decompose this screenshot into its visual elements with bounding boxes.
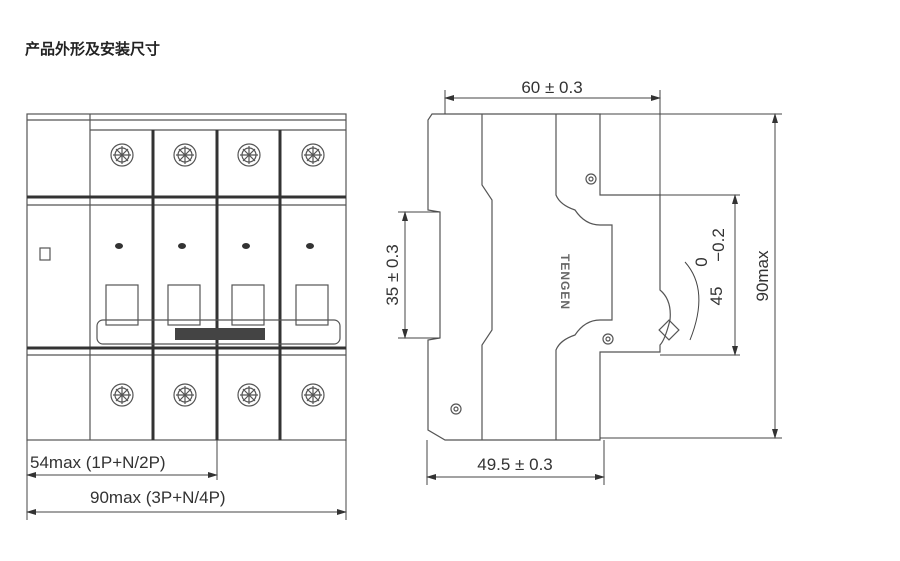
dim-front-tol-lower: −0.2 <box>709 228 728 262</box>
dim-height: 90max <box>753 250 772 302</box>
dim-front-tol-upper: 0 <box>692 257 711 266</box>
dim-4p-width: 90max (3P+N/4P) <box>90 488 226 507</box>
side-view: TENGEN 60 ± 0.3 90max 45 0 −0.2 35 ± 0.3… <box>383 78 782 485</box>
adjust-screw-icon <box>658 319 680 341</box>
front-view: 54max (1P+N/2P) 90max (3P+N/4P) <box>26 113 347 520</box>
brand-logo: TENGEN <box>558 254 572 310</box>
dim-rail: 35 ± 0.3 <box>383 244 402 305</box>
dim-front: 45 <box>707 287 726 306</box>
indicator-leds <box>115 243 314 249</box>
dim-depth: 60 ± 0.3 <box>521 78 582 97</box>
handles <box>96 284 341 345</box>
indicator-icon <box>39 247 51 261</box>
page-title: 产品外形及安装尺寸 <box>25 40 161 58</box>
dim-base: 49.5 ± 0.3 <box>477 455 553 474</box>
dim-1p-width: 54max (1P+N/2P) <box>30 453 166 472</box>
